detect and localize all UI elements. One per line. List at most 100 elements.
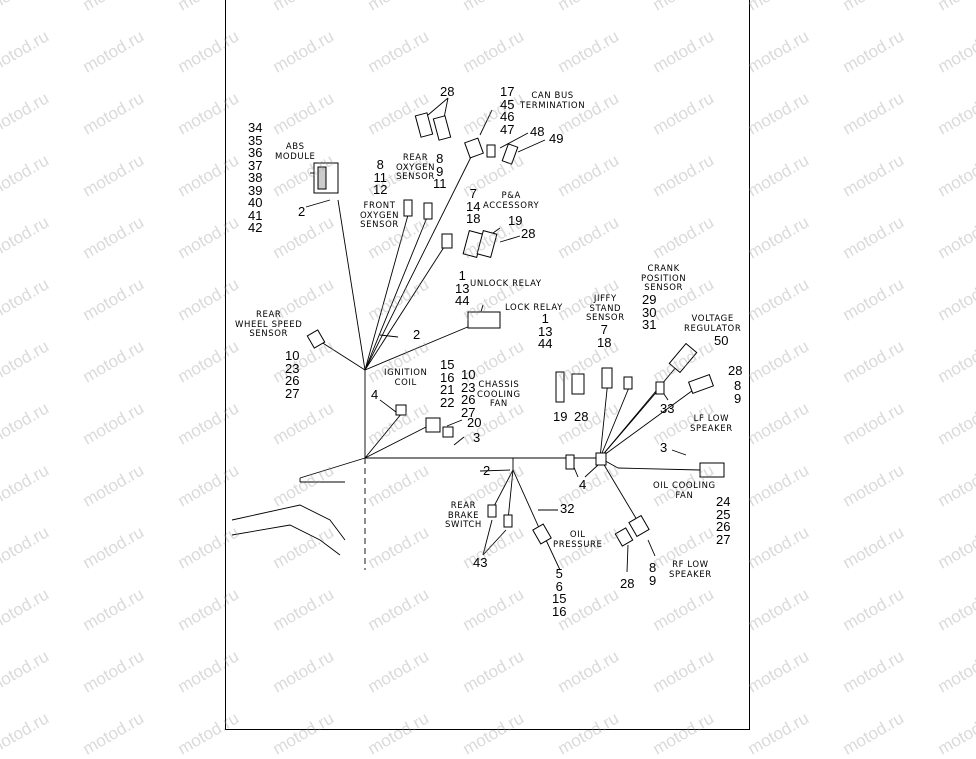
diagram-frame <box>225 0 750 730</box>
ref-number: 8 9 11 <box>433 151 447 191</box>
wire <box>364 214 429 371</box>
connector-component <box>571 373 585 395</box>
ref-number: 20 <box>467 415 482 430</box>
ref-number: 3 <box>660 440 668 455</box>
wire <box>599 379 609 459</box>
ref-number: 10 23 26 27 <box>461 367 476 420</box>
wire <box>512 469 541 531</box>
ref-number: 34 35 36 37 38 39 40 41 42 <box>248 120 263 235</box>
ref-number: 28 <box>620 576 635 591</box>
ref-number: 10 23 26 27 <box>285 348 300 401</box>
wire <box>337 199 366 371</box>
ref-number: 2 <box>298 204 306 219</box>
ref-number: 4 <box>579 477 587 492</box>
connector-component <box>306 329 326 349</box>
pa-accessory-label: P&A ACCESSORY <box>483 191 540 211</box>
wire <box>617 467 701 471</box>
ref-number: 28 <box>521 226 536 241</box>
can-bus-label: CAN BUS TERMINATION <box>520 91 586 111</box>
wire <box>599 457 641 526</box>
wire <box>507 469 514 521</box>
connector-component <box>623 376 633 390</box>
ref-number: 28 <box>728 363 743 378</box>
ref-number: 1 13 44 <box>455 268 470 308</box>
rear-brake-label: REAR BRAKE SWITCH <box>445 501 482 530</box>
rf-speaker-label: RF LOW SPEAKER <box>669 560 712 580</box>
connector-component <box>668 342 698 374</box>
lf-speaker-label: LF LOW SPEAKER <box>690 414 733 434</box>
ref-number: 7 14 18 <box>466 186 481 226</box>
ref-number: 17 45 46 47 <box>500 84 515 137</box>
ref-number: 32 <box>560 501 575 516</box>
wire <box>364 424 431 459</box>
connector-component <box>423 202 433 220</box>
ref-number: 3 <box>473 430 481 445</box>
connector-component <box>476 229 498 259</box>
ref-number: 43 <box>473 555 488 570</box>
ref-number: 1 13 44 <box>538 311 553 351</box>
ref-number: 7 18 <box>597 322 612 350</box>
connector-component <box>414 112 434 138</box>
ref-number: 33 <box>660 401 675 416</box>
connector-component <box>614 527 634 547</box>
connector-component <box>425 417 441 433</box>
wire <box>364 154 473 371</box>
ignition-coil-label: IGNITION COIL <box>384 368 428 388</box>
ref-number: 19 <box>553 409 568 424</box>
ref-number: 8 9 <box>734 378 742 406</box>
abs-module-label: ABS MODULE <box>275 142 316 162</box>
ref-number: 15 16 21 22 <box>440 357 455 410</box>
crank-position-label: CRANK POSITION SENSOR <box>641 264 687 293</box>
connector-component <box>595 452 607 466</box>
connector-component <box>403 199 413 217</box>
ref-number: 5 6 15 16 <box>552 566 567 619</box>
rear-oxygen-label: REAR OXYGEN SENSOR <box>396 153 436 182</box>
connector-component <box>487 504 497 518</box>
jiffy-stand-label: JIFFY STAND SENSOR <box>586 294 625 323</box>
connector-component <box>486 144 496 158</box>
wire <box>317 339 366 371</box>
wiring-harness-diagram <box>231 97 725 573</box>
connector-component <box>565 454 575 470</box>
connector-component <box>501 143 519 165</box>
ref-number: 8 11 12 <box>373 157 388 197</box>
ref-number: 48 <box>530 124 545 139</box>
connector-component <box>655 381 665 395</box>
lock-relay-label: LOCK RELAY <box>505 303 563 313</box>
wire <box>599 384 631 459</box>
connector-component <box>601 367 613 389</box>
ref-number: 2 <box>413 327 421 342</box>
ref-number: 4 <box>371 387 379 402</box>
ref-number: 28 <box>440 84 455 99</box>
ref-number: 8 9 <box>649 560 657 588</box>
wire <box>364 214 409 371</box>
connector-component <box>687 373 715 395</box>
chassis-fan-label: CHASSIS COOLING FAN <box>477 380 521 409</box>
oil-pressure-label: OIL PRESSURE <box>553 530 603 550</box>
connector-component <box>395 404 407 416</box>
ref-number: 28 <box>574 409 589 424</box>
wire <box>491 469 514 511</box>
voltage-regulator-label: VOLTAGE REGULATOR <box>684 314 742 334</box>
connector-component <box>441 233 453 249</box>
ref-number: 2 <box>483 463 491 478</box>
connector-component <box>432 115 452 141</box>
oil-cooling-fan-label: OIL COOLING FAN <box>653 481 716 501</box>
connector-component <box>555 371 565 403</box>
ref-number: 50 <box>714 333 729 348</box>
frame-outline <box>231 524 341 556</box>
ref-number: 49 <box>549 131 564 146</box>
connector-component <box>442 426 454 438</box>
ref-number: 29 30 31 <box>642 292 657 332</box>
ref-number: 24 25 26 27 <box>716 494 731 547</box>
connector-component <box>503 514 513 528</box>
wire <box>599 387 661 459</box>
wire <box>364 243 447 371</box>
frame-outline <box>231 504 346 541</box>
relay-component <box>467 311 501 329</box>
unlock-relay-label: UNLOCK RELAY <box>470 279 542 289</box>
connector-component <box>532 523 552 545</box>
ref-number: 19 <box>508 213 523 228</box>
front-oxygen-label: FRONT OXYGEN SENSOR <box>360 201 400 230</box>
wire <box>364 325 471 371</box>
